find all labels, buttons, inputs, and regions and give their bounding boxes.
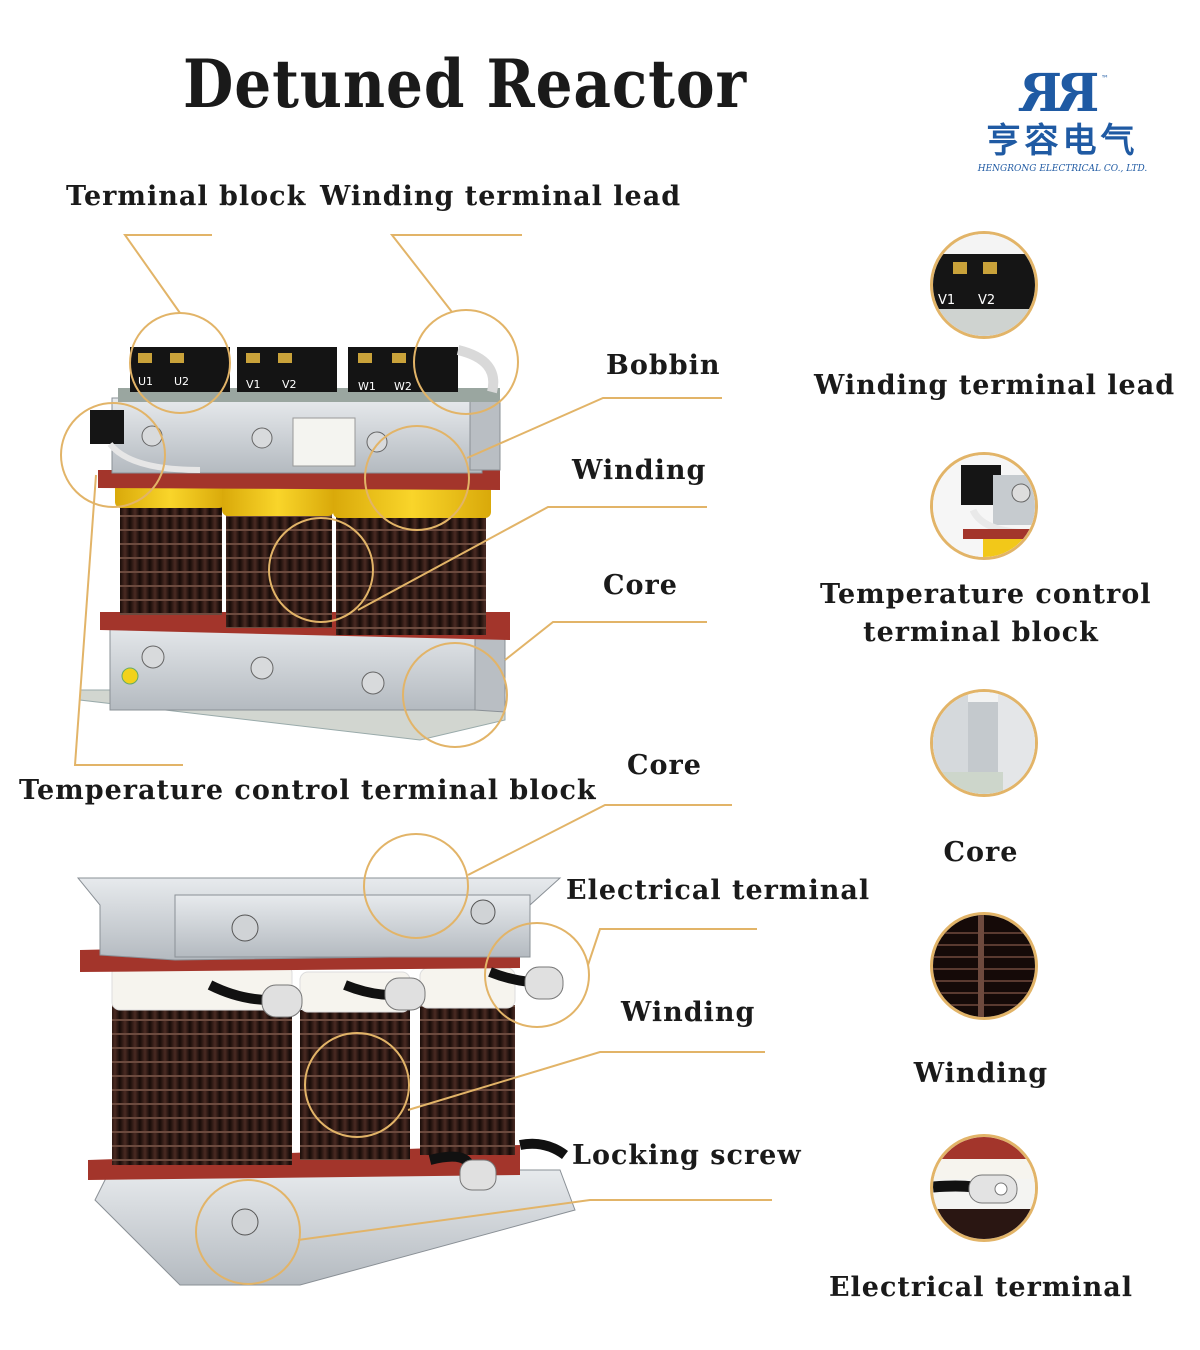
coil-middle — [300, 1010, 410, 1160]
label-winding-terminal-lead: Winding terminal lead — [320, 181, 682, 212]
terminal-marking: U2 — [174, 375, 189, 388]
logo-chinese-name: 亨容电气 — [986, 121, 1139, 161]
terminal-marking: V1 — [246, 378, 261, 391]
label-winding: Winding — [572, 455, 707, 486]
bobbin-v — [222, 484, 334, 516]
zoom-electrical-terminal — [930, 1134, 1038, 1242]
label-electrical-terminal: Electrical terminal — [566, 875, 871, 906]
logo-trademark: ™ — [1101, 74, 1109, 83]
label-terminal-block: Terminal block — [66, 181, 307, 212]
label-locking-screw: Locking screw — [572, 1140, 802, 1171]
temperature-control-block — [90, 410, 124, 444]
label-bobbin: Bobbin — [606, 350, 721, 381]
bottom-callouts — [195, 804, 772, 1285]
locking-screw — [231, 1208, 259, 1236]
side-label-core: Core — [943, 837, 1019, 868]
bobbin-w — [333, 484, 491, 518]
coil-front — [112, 1000, 292, 1165]
bolt — [251, 427, 273, 449]
zoom-winding-terminal-lead: V1 V2 — [930, 231, 1038, 339]
bolt — [231, 914, 259, 942]
terminal-marking: W2 — [394, 380, 412, 393]
coil-w — [336, 510, 486, 635]
coil-v — [226, 510, 332, 628]
svg-text:V1: V1 — [938, 293, 955, 308]
bolt — [470, 899, 496, 925]
cable-lug — [524, 966, 564, 1000]
terminal-marking: W1 — [358, 380, 376, 393]
cable-lug — [261, 984, 303, 1018]
cable-lug — [459, 1159, 497, 1191]
coil-u — [120, 500, 222, 615]
company-logo: RR ™ 亨容电气 HENGRONG ELECTRICAL CO., LTD. — [955, 63, 1170, 176]
coil-back — [420, 1005, 515, 1155]
label-temperature-control-terminal-block: Temperature control terminal block — [19, 775, 597, 806]
side-label-electrical-terminal: Electrical terminal — [828, 1272, 1134, 1303]
bottom-reactor — [76, 877, 576, 1286]
top-reactor: U1 U2 V1 V2 W1 W2 — [79, 345, 510, 741]
ground-symbol-icon — [121, 667, 139, 685]
zoom-temperature-control-block — [930, 452, 1038, 560]
top-callouts — [60, 234, 722, 766]
side-label-temperature-control-line2: terminal block — [863, 617, 1099, 648]
logo-english-name: HENGRONG ELECTRICAL CO., LTD. — [977, 164, 1148, 174]
terminal-marking: V2 — [282, 378, 297, 391]
svg-text:V2: V2 — [978, 293, 995, 308]
label-core-bottom: Core — [627, 750, 702, 781]
zoom-core — [930, 689, 1038, 797]
bolt — [366, 431, 388, 453]
side-label-winding-terminal-lead: Winding terminal lead — [814, 370, 1176, 401]
side-label-temperature-control-line1: Temperature control — [820, 579, 1152, 610]
side-label-winding: Winding — [913, 1058, 1049, 1089]
zoom-winding — [930, 912, 1038, 1020]
label-core: Core — [603, 570, 678, 601]
bolt — [141, 645, 165, 669]
bolt — [361, 671, 385, 695]
nameplate — [292, 417, 356, 467]
terminal-marking: U1 — [138, 375, 153, 388]
page-title: Detuned Reactor — [183, 45, 747, 123]
cable-lug — [384, 977, 426, 1011]
label-winding-bottom: Winding — [621, 997, 756, 1028]
bolt — [250, 656, 274, 680]
